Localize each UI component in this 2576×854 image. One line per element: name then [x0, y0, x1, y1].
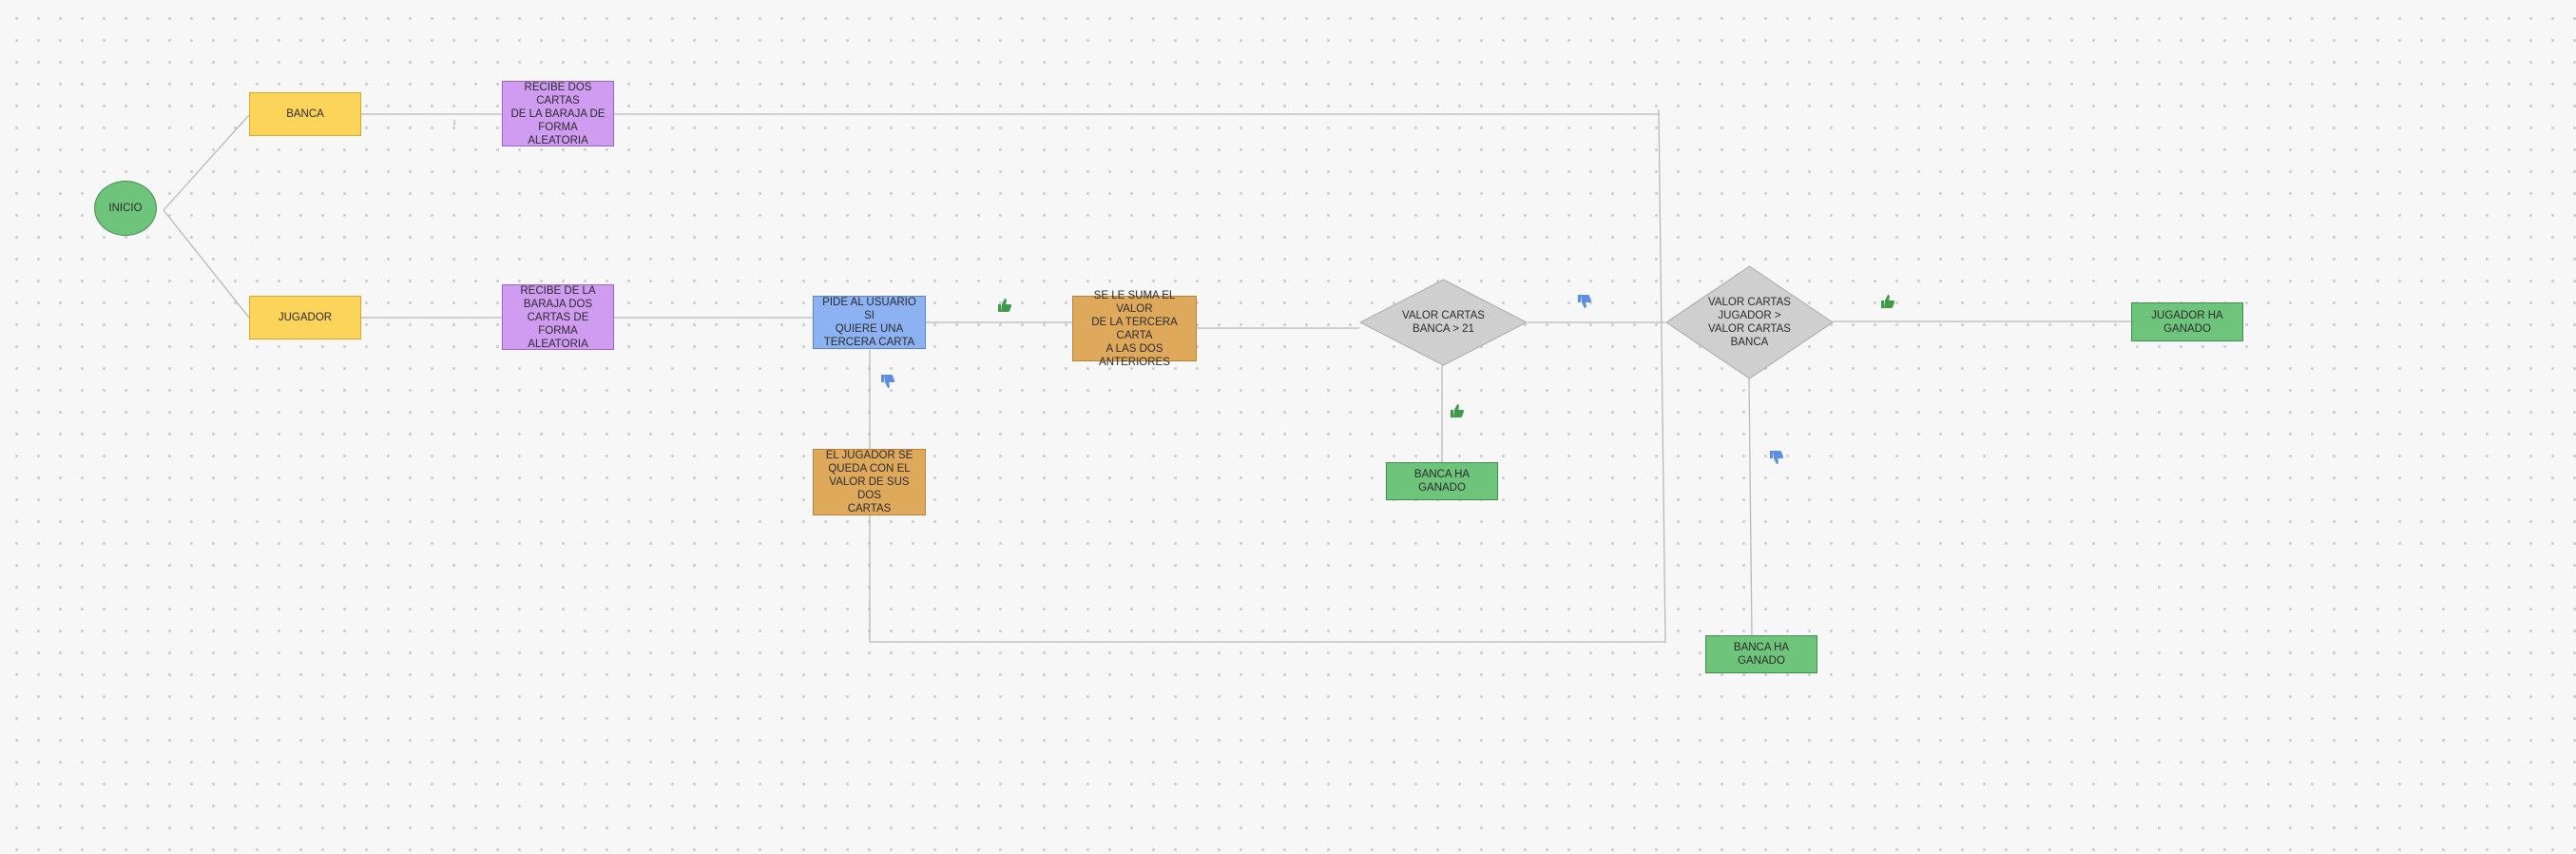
- suma-valor-box[interactable]: SE LE SUMA EL VALOR DE LA TERCERA CARTA …: [1072, 290, 1197, 368]
- recibe-banca-label: RECIBE DOS CARTAS DE LA BARAJA DE FORMA …: [510, 81, 606, 146]
- decision-valor-banca[interactable]: VALOR CARTAS BANCA > 21: [1359, 279, 1528, 366]
- thumbs-down-icon: [1770, 451, 1784, 464]
- thumbs-up-icon: [1451, 404, 1465, 417]
- jugador-box-label: JUGADOR: [278, 312, 333, 323]
- recibe-jugador-label: RECIBE DE LA BARAJA DOS CARTAS DE FORMA …: [520, 284, 596, 350]
- se-queda-label: EL JUGADOR SE QUEDA CON EL VALOR DE SUS …: [825, 450, 913, 514]
- start-node-label: INICIO: [108, 203, 143, 214]
- banca-gana-label-1: BANCA HA GANADO: [1413, 469, 1471, 494]
- thumbs-up-icon: [998, 299, 1012, 312]
- thumbs-down-icon: [1578, 295, 1592, 308]
- decision-comparacion[interactable]: VALOR CARTAS JUGADOR > VALOR CARTAS BANC…: [1665, 265, 1834, 379]
- banca-box[interactable]: BANCA: [249, 92, 361, 136]
- decision-comparacion-label: VALOR CARTAS JUGADOR > VALOR CARTAS BANC…: [1708, 297, 1791, 348]
- connector-inicio-banca: [163, 114, 250, 211]
- connector-comparacion-banca-gana: [1748, 378, 1753, 636]
- se-queda-box[interactable]: EL JUGADOR SE QUEDA CON EL VALOR DE SUS …: [813, 449, 926, 515]
- banca-gana-box-1[interactable]: BANCA HA GANADO: [1386, 462, 1498, 500]
- banca-gana-box-2[interactable]: BANCA HA GANADO: [1705, 635, 1817, 673]
- banca-box-label: BANCA: [286, 108, 324, 120]
- decision-valor-banca-shape: [1359, 279, 1528, 366]
- pide-usuario-box[interactable]: PIDE AL USUARIO SI QUIERE UNA TERCERA CA…: [813, 296, 926, 349]
- banca-gana-label-2: BANCA HA GANADO: [1733, 642, 1790, 667]
- suma-valor-label: SE LE SUMA EL VALOR DE LA TERCERA CARTA …: [1091, 289, 1178, 368]
- connector-se-queda-bottom: [869, 515, 1665, 643]
- recibe-banca-box[interactable]: RECIBE DOS CARTAS DE LA BARAJA DE FORMA …: [502, 81, 614, 146]
- decision-valor-banca-label: VALOR CARTAS BANCA > 21: [1402, 310, 1485, 335]
- decision-comparacion-shape: [1665, 265, 1834, 379]
- thumbs-down-icon: [881, 375, 895, 388]
- thumbs-up-icon: [1881, 295, 1895, 308]
- connector-right-vertical: [1658, 108, 1666, 644]
- jugador-box[interactable]: JUGADOR: [249, 296, 361, 340]
- jugador-gana-label: JUGADOR HA GANADO: [2151, 309, 2223, 335]
- recibe-jugador-box[interactable]: RECIBE DE LA BARAJA DOS CARTAS DE FORMA …: [502, 284, 614, 350]
- jugador-gana-box[interactable]: JUGADOR HA GANADO: [2131, 302, 2243, 341]
- connector-inicio-jugador: [163, 209, 250, 319]
- start-node[interactable]: INICIO: [94, 181, 157, 236]
- pide-usuario-label: PIDE AL USUARIO SI QUIERE UNA TERCERA CA…: [822, 297, 916, 348]
